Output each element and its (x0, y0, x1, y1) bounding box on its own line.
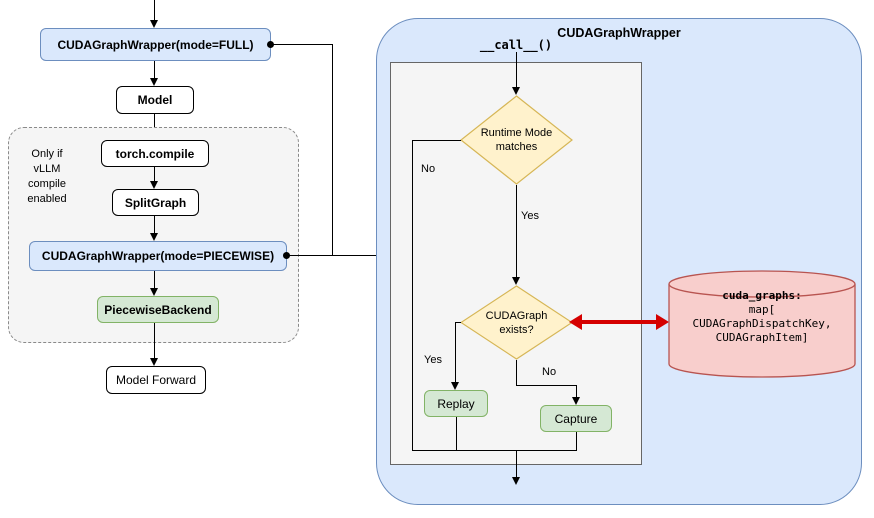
edge-label-yes-runtime: Yes (521, 210, 539, 222)
decision-runtime-mode: Runtime Mode matches (460, 95, 573, 185)
connector-full-to-model (154, 61, 155, 78)
compile-enabled-note: Only if vLLM compile enabled (27, 148, 67, 205)
node-splitgraph-label: SplitGraph (124, 195, 187, 210)
connector-full-down (332, 44, 333, 256)
edge-label-no-runtime: No (421, 163, 436, 175)
red-bidirectional-arrow (581, 320, 657, 324)
edge-label-yes-exists: Yes (424, 354, 442, 366)
connector-dot-full (267, 41, 274, 48)
node-piecewise-backend: PiecewiseBackend (97, 296, 219, 323)
arrowhead-exit-icon (512, 477, 520, 485)
arrowhead-exists-yes-icon (451, 382, 459, 390)
node-model-forward: Model Forward (106, 366, 206, 394)
cuda-graphs-datastore (668, 270, 856, 378)
entry-connector (154, 0, 155, 21)
node-cudagraphwrapper-full: CUDAGraphWrapper(mode=FULL) (40, 28, 271, 61)
datastore-type: map[ CUDAGraphDispatchKey, CUDAGraphItem… (692, 303, 832, 344)
connector-exists-no-1 (516, 360, 517, 385)
connector-dot-piecewise (283, 252, 290, 259)
node-cudagraphwrapper-piecewise: CUDAGraphWrapper(mode=PIECEWISE) (29, 241, 287, 271)
arrowhead-piecewise-to-backend-icon (150, 288, 158, 296)
node-torch-compile: torch.compile (101, 140, 209, 167)
node-torch-compile-label: torch.compile (115, 146, 195, 161)
connector-piecewise-right (287, 255, 377, 256)
red-arrowhead-left-icon (569, 314, 582, 330)
arrowhead-backend-to-forward-icon (150, 358, 158, 366)
cylinder-shape-icon (668, 270, 856, 378)
connector-splitgraph-to-piecewise (154, 216, 155, 233)
connector-replay-down (456, 417, 457, 450)
node-splitgraph: SplitGraph (112, 189, 199, 216)
node-cudagraphwrapper-full-label: CUDAGraphWrapper(mode=FULL) (57, 37, 254, 52)
decision-cudagraph-exists-label: CUDAGraph exists? (485, 309, 548, 336)
datastore-name: cuda_graphs: (722, 289, 802, 302)
arrowhead-runtime-yes-icon (512, 277, 520, 285)
arrowhead-splitgraph-to-piecewise-icon (150, 233, 158, 241)
connector-full-right (271, 44, 333, 45)
connector-exists-no-3 (576, 385, 577, 397)
call-method-label: __call__() (479, 38, 553, 52)
node-capture: Capture (540, 405, 612, 432)
connector-runtime-no-2 (412, 140, 413, 450)
node-piecewise-backend-label: PiecewiseBackend (104, 302, 212, 317)
connector-compile-to-splitgraph (154, 167, 155, 181)
panel-title: CUDAGraphWrapper (557, 26, 681, 40)
connector-runtime-yes (516, 185, 517, 277)
connector-exists-no-2 (516, 385, 577, 386)
connector-merge-bottom (412, 450, 577, 451)
connector-exists-yes-2 (455, 322, 456, 382)
node-model-forward-label: Model Forward (115, 373, 197, 387)
node-replay-label: Replay (437, 396, 475, 411)
connector-backend-to-forward (154, 323, 155, 358)
connector-capture-down (576, 432, 577, 450)
node-cudagraphwrapper-piecewise-label: CUDAGraphWrapper(mode=PIECEWISE) (41, 249, 275, 263)
connector-runtime-no-1 (412, 140, 461, 141)
entry-arrowhead-icon (150, 20, 158, 28)
node-replay: Replay (424, 390, 488, 417)
connector-call-to-runtime (516, 52, 517, 87)
red-arrowhead-right-icon (656, 314, 669, 330)
connector-piecewise-to-backend (154, 271, 155, 288)
arrowhead-exists-no-icon (572, 397, 580, 405)
decision-runtime-mode-label: Runtime Mode matches (480, 127, 553, 153)
decision-cudagraph-exists: CUDAGraph exists? (460, 285, 573, 360)
arrowhead-call-to-runtime-icon (512, 87, 520, 95)
arrowhead-full-to-model-icon (150, 78, 158, 86)
edge-label-no-exists: No (542, 366, 557, 378)
arrowhead-compile-to-splitgraph-icon (150, 181, 158, 189)
cuda-graphs-datastore-text: cuda_graphs: map[ CUDAGraphDispatchKey, … (668, 289, 856, 345)
diamond-shape-icon (460, 285, 573, 360)
connector-exists-yes-1 (455, 322, 461, 323)
node-model: Model (116, 86, 194, 114)
diamond-shape-icon (460, 95, 573, 185)
connector-exit (516, 450, 517, 477)
node-model-label: Model (137, 93, 173, 107)
node-capture-label: Capture (554, 411, 598, 426)
connector-model-to-compile (154, 114, 155, 132)
